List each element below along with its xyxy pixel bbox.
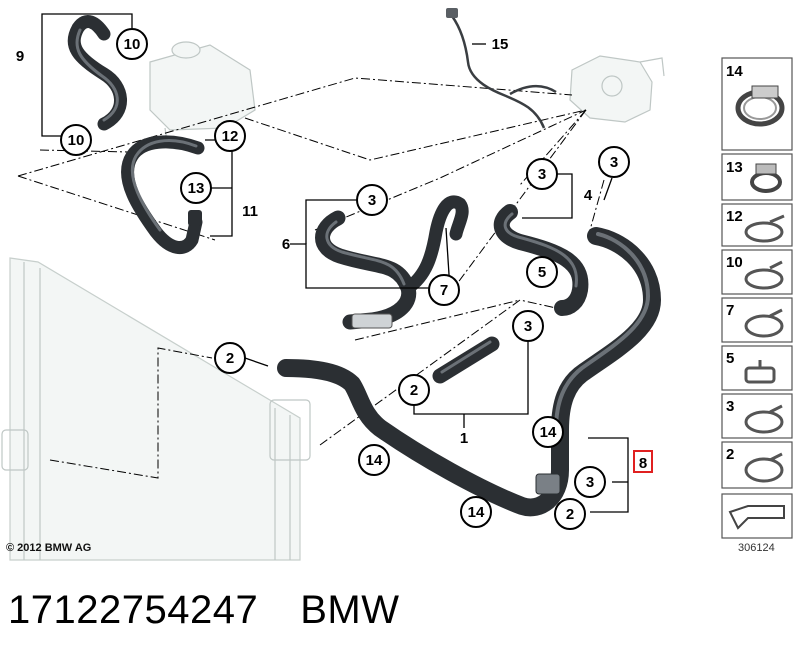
callout-13: 13 [180, 172, 212, 204]
hose-6 [315, 195, 469, 330]
dashed-assembly-lines [17, 77, 605, 479]
part-number: 17122754247 [8, 588, 259, 632]
svg-text:2: 2 [226, 350, 234, 367]
callout-14-right: 14 [532, 416, 564, 448]
thermostat-housing [569, 55, 665, 123]
panel-item-12: 12 [721, 203, 793, 247]
label-1: 1 [460, 430, 468, 447]
svg-text:14: 14 [468, 504, 485, 521]
reference-number: 306124 [738, 542, 775, 554]
callout-3-right: 3 [598, 146, 630, 178]
callout-3-hose8: 3 [574, 466, 606, 498]
spring-clip-icon [744, 308, 784, 338]
hose-4 [493, 204, 589, 316]
callout-3-hose6: 3 [356, 184, 388, 216]
callout-5: 5 [526, 256, 558, 288]
panel-item-5: 5 [721, 345, 793, 391]
svg-text:4: 4 [584, 187, 593, 204]
svg-text:1: 1 [460, 430, 468, 447]
svg-text:8: 8 [639, 455, 647, 472]
svg-text:12: 12 [726, 208, 743, 225]
panel-item-14: 14 [721, 57, 793, 151]
panel-item-7: 7 [721, 297, 793, 343]
label-6: 6 [282, 236, 290, 253]
callout-12: 12 [214, 120, 246, 152]
svg-text:10: 10 [124, 36, 141, 53]
pinch-clamp-icon [744, 360, 776, 384]
svg-text:5: 5 [538, 264, 546, 281]
label-4: 4 [584, 187, 593, 204]
band-clamp-icon [735, 85, 785, 127]
svg-text:9: 9 [16, 48, 24, 65]
svg-text:3: 3 [726, 398, 734, 415]
hose-8 [277, 227, 661, 517]
arrow-icon [728, 505, 785, 530]
svg-text:2: 2 [410, 382, 418, 399]
sensor-cable-15 [446, 8, 557, 129]
callout-7: 7 [428, 274, 460, 306]
callout-10-top: 10 [116, 28, 148, 60]
svg-text:3: 3 [368, 192, 376, 209]
screw-clamp-icon [750, 163, 782, 193]
hose-11 [121, 135, 205, 254]
panel-item-3: 3 [721, 393, 793, 439]
label-15: 15 [492, 36, 509, 53]
svg-text:3: 3 [538, 166, 546, 183]
copyright-text: © 2012 BMW AG [6, 542, 92, 554]
brand-label: BMW [300, 588, 400, 632]
svg-text:3: 3 [524, 318, 532, 335]
callouts: 10 10 9 12 13 11 3 6 7 15 3 4 3 5 2 3 2 … [16, 28, 653, 530]
panel-item-arrow [721, 493, 793, 539]
callout-14-left: 14 [358, 444, 390, 476]
svg-text:14: 14 [726, 63, 743, 80]
callout-3-hose1: 3 [512, 310, 544, 342]
hose-9 [67, 15, 127, 131]
panel-item-13: 13 [721, 153, 793, 201]
hose-1 [432, 336, 500, 384]
spring-clip-icon [744, 260, 784, 290]
svg-text:15: 15 [492, 36, 509, 53]
expansion-tank [149, 41, 256, 151]
svg-text:3: 3 [610, 154, 618, 171]
callout-2-hose1: 2 [398, 374, 430, 406]
panel-item-10: 10 [721, 249, 793, 295]
label-9: 9 [16, 48, 24, 65]
svg-text:11: 11 [242, 203, 258, 220]
svg-text:6: 6 [282, 236, 290, 253]
hoses [67, 8, 661, 517]
spring-clip-icon [744, 214, 785, 243]
highlight-box-8: 8 [633, 450, 653, 473]
svg-text:13: 13 [726, 159, 743, 176]
svg-text:10: 10 [726, 254, 743, 271]
callout-14-bottom: 14 [460, 496, 492, 528]
svg-text:13: 13 [188, 180, 205, 197]
callout-2-left: 2 [214, 342, 246, 374]
parts-panel: 14 13 12 10 [721, 57, 793, 539]
svg-text:5: 5 [726, 350, 734, 367]
label-11: 11 [242, 203, 258, 220]
spring-clip-icon [744, 404, 784, 434]
callout-3-hose4: 3 [526, 158, 558, 190]
svg-text:3: 3 [586, 474, 594, 491]
svg-text:10: 10 [68, 132, 85, 149]
callout-10-bottom: 10 [60, 124, 92, 156]
svg-text:14: 14 [366, 452, 383, 469]
svg-text:14: 14 [540, 424, 557, 441]
radiator-ghost [1, 257, 311, 561]
callout-2-hose8: 2 [554, 498, 586, 530]
spring-clip-icon [744, 452, 784, 483]
caption: 17122754247 BMW [8, 588, 441, 633]
svg-text:2: 2 [726, 446, 734, 463]
panel-item-2: 2 [721, 441, 793, 489]
svg-text:7: 7 [440, 282, 448, 299]
svg-text:12: 12 [222, 128, 239, 145]
svg-text:7: 7 [726, 302, 734, 319]
svg-text:2: 2 [566, 506, 574, 523]
